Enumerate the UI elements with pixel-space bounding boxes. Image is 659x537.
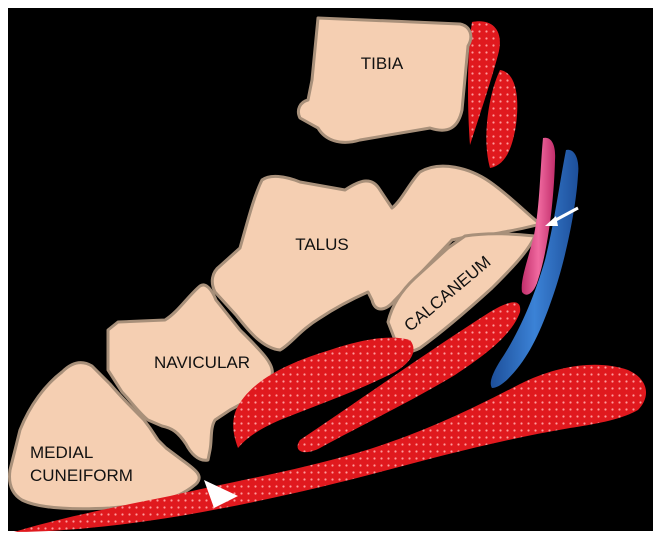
tibia-bone	[298, 18, 470, 142]
tibia-label: TIBIA	[361, 54, 404, 73]
talus-label: TALUS	[295, 235, 349, 254]
medial-cuneiform-label-line2: CUNEIFORM	[30, 466, 133, 485]
medial-cuneiform-label-line1: MEDIAL	[30, 443, 93, 462]
navicular-label: NAVICULAR	[154, 353, 250, 372]
